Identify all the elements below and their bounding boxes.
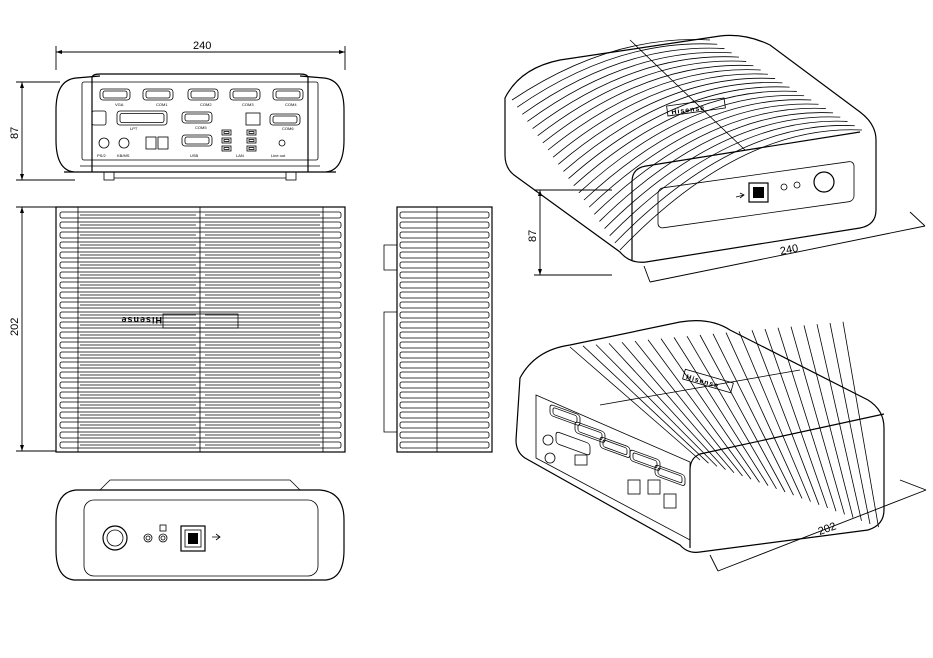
top-depth-label: 202 [9,318,21,336]
port-label-usb: USB [190,153,199,158]
port-label-com5: COM5 [195,125,207,130]
rear-width-label: 240 [193,40,211,52]
port-label-ps2: PS/2 [97,153,106,158]
front-view [55,479,345,581]
side-view [383,206,493,453]
port-label-vga: VGA [115,102,124,107]
port-label-com3: COM3 [242,102,254,107]
isometric-front-view: Hisense 87 240 [504,34,926,283]
port-label-lan: LAN [236,153,244,158]
top-brand-logo: Hisense [120,315,162,325]
port-label-lpt: LPT [130,126,138,131]
port-label-lineout: Line out [271,153,286,158]
port-label-com2: COM2 [200,102,212,107]
port-label-kbms: KB/MS [117,153,130,158]
isometric-rear-view: Hisense 202 [515,320,927,572]
iso-front-width-label: 240 [779,243,799,258]
iso-rear-brand-logo: Hisense [685,374,719,390]
iso-front-brand-logo: Hisense [671,105,706,117]
rear-height-label: 87 [9,127,21,139]
port-label-com1: COM1 [156,102,168,107]
top-view: 202 Hisense [9,206,346,453]
port-label-com4: COM4 [285,102,297,107]
rear-view: 240 87 [9,40,346,181]
iso-rear-depth-label: 202 [817,520,838,538]
iso-front-height-label: 87 [527,230,539,242]
port-label-com6: COM6 [282,126,294,131]
